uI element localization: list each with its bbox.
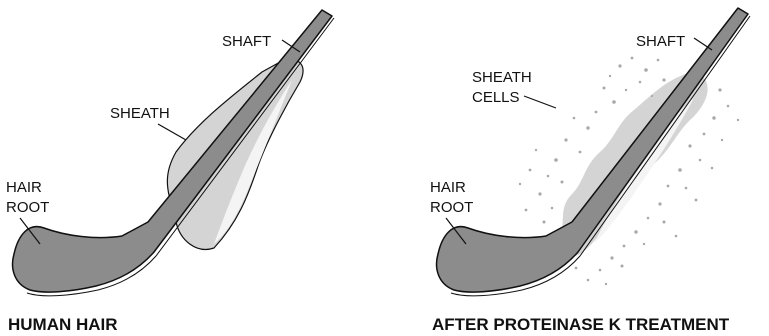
label-shaft: SHAFT bbox=[636, 33, 685, 50]
label-sheath-cells-line2: CELLS bbox=[472, 89, 520, 106]
label-sheath: SHEATH bbox=[110, 105, 170, 122]
hair-shaft-and-root bbox=[13, 10, 332, 292]
label-sheath-cells-line1: SHEATH bbox=[472, 69, 532, 86]
panel-human-hair: SHAFT SHEATH HAIR ROOT HUMAN HAIR bbox=[6, 10, 334, 334]
label-shaft: SHAFT bbox=[222, 33, 271, 50]
leader-sheath-cells bbox=[524, 96, 556, 108]
caption-after-proteinase-k: AFTER PROTEINASE K TREATMENT bbox=[432, 315, 730, 334]
label-hair-root-line1: HAIR bbox=[6, 179, 42, 196]
hair-sheath bbox=[167, 60, 303, 250]
label-hair-root-line2: ROOT bbox=[430, 199, 473, 216]
label-hair-root-line1: HAIR bbox=[430, 179, 466, 196]
leader-sheath bbox=[158, 124, 186, 140]
hair-shaft-and-root bbox=[437, 8, 748, 292]
panel-after-proteinase-k: SHAFT SHEATH CELLS HAIR ROOT AFTER PROTE… bbox=[430, 8, 750, 334]
caption-human-hair: HUMAN HAIR bbox=[8, 315, 118, 334]
label-hair-root-line2: ROOT bbox=[6, 199, 49, 216]
